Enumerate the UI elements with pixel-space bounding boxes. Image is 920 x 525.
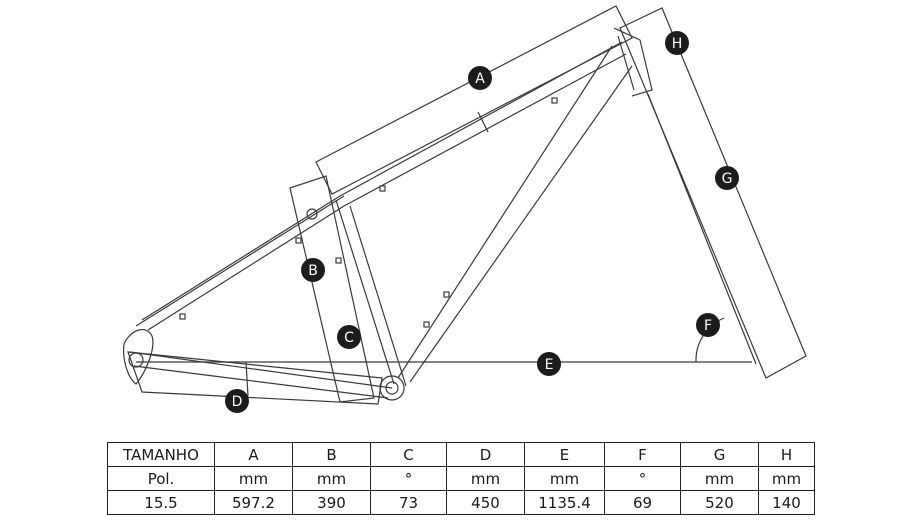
frame-drawing <box>123 5 807 405</box>
table-cell: B <box>292 442 371 467</box>
marker-letter: E <box>545 357 554 373</box>
bottom-bracket <box>379 375 405 401</box>
table-cell: 390 <box>292 490 371 515</box>
marker-letter: A <box>475 71 485 87</box>
marker-b: B <box>301 258 325 282</box>
rear-dropout <box>123 328 154 385</box>
table-cell: 140 <box>758 490 815 515</box>
table-cell: mm <box>524 466 605 491</box>
chain-stay <box>129 351 393 389</box>
table-cell: mm <box>292 466 371 491</box>
table-cell: 1135.4 <box>524 490 605 515</box>
table-cell: ° <box>370 466 447 491</box>
marker-letter: F <box>704 318 712 334</box>
table-cell: 597.2 <box>214 490 293 515</box>
table-cell: 450 <box>446 490 525 515</box>
table-cell: C <box>370 442 447 467</box>
table-cell: H <box>758 442 815 467</box>
marker-g: G <box>715 166 739 190</box>
table-cell: G <box>680 442 759 467</box>
dimension-box-b <box>289 175 375 403</box>
table-cell: TAMANHO <box>107 442 215 467</box>
marker-a: A <box>468 66 492 90</box>
table-cell: ° <box>604 466 681 491</box>
chain-stay-inner <box>133 365 389 399</box>
table-cell: E <box>524 442 605 467</box>
fork-line <box>647 93 757 365</box>
bottom-bracket-inner <box>385 381 399 395</box>
table-cell: 69 <box>604 490 681 515</box>
table-cell: mm <box>446 466 525 491</box>
marker-circle <box>468 66 492 90</box>
marker-f: F <box>696 313 720 337</box>
marker-circle <box>537 352 561 376</box>
table-cell: 15.5 <box>107 490 215 515</box>
dimension-box-d <box>127 351 383 405</box>
table-cell: 73 <box>370 490 447 515</box>
rear-axle <box>128 352 144 368</box>
table-cell: mm <box>758 466 815 491</box>
table-cell: A <box>214 442 293 467</box>
marker-letter: C <box>344 330 354 346</box>
marker-circle <box>225 389 249 413</box>
table-cell: D <box>446 442 525 467</box>
marker-circle <box>301 258 325 282</box>
bike-frame-geometry-diagram: A B C D E F G H <box>123 5 807 413</box>
table-cell: mm <box>214 466 293 491</box>
table-cell: F <box>604 442 681 467</box>
head-tube <box>613 27 653 97</box>
table-cell: Pol. <box>107 466 215 491</box>
marker-e: E <box>537 352 561 376</box>
marker-circle <box>696 313 720 337</box>
seat-tube <box>335 199 395 385</box>
marker-d: D <box>225 389 249 413</box>
head-tube-front <box>617 35 635 91</box>
marker-letter: G <box>722 171 733 187</box>
down-tube <box>397 45 613 379</box>
dimension-box-a <box>315 5 633 195</box>
down-tube-inner <box>409 65 633 383</box>
marker-circle <box>665 31 689 55</box>
table-cell: mm <box>680 466 759 491</box>
top-tube-inner <box>147 53 627 331</box>
marker-circle <box>337 325 361 349</box>
top-tube <box>141 41 623 321</box>
marker-letter: H <box>672 36 683 52</box>
marker-h: H <box>665 31 689 55</box>
table-cell: 520 <box>680 490 759 515</box>
seat-tube-inner <box>349 205 407 387</box>
marker-letter: D <box>232 394 243 410</box>
marker-c: C <box>337 325 361 349</box>
dimension-markers: A B C D E F G H <box>225 31 739 413</box>
marker-letter: B <box>308 263 318 279</box>
marker-circle <box>715 166 739 190</box>
dimension-box-g <box>619 7 807 379</box>
dim-tick-d <box>245 361 249 397</box>
